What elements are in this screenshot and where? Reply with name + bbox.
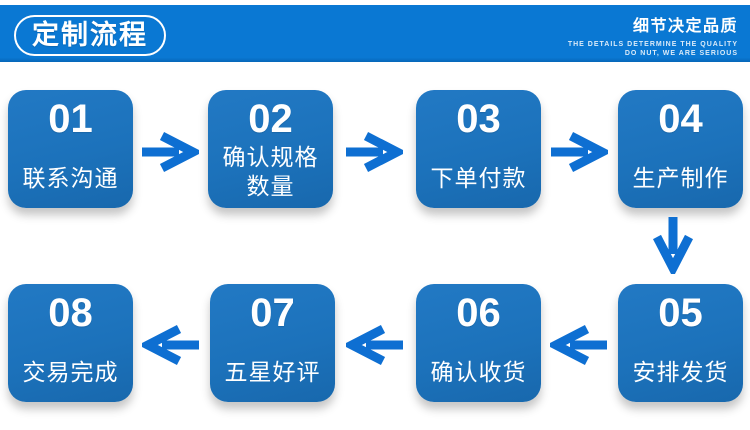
step-number: 04 [658, 97, 703, 141]
slogan-english-line1: THE DETAILS DETERMINE THE QUALITY [567, 41, 738, 48]
step-number: 01 [48, 97, 93, 141]
step-box-2: 02 确认规格数量 [208, 90, 333, 208]
page-title: 定制流程 [32, 20, 148, 50]
step-number: 02 [248, 97, 293, 141]
step-box-8: 08 交易完成 [8, 284, 133, 402]
arrow-right-icon [550, 132, 608, 172]
step-number: 05 [658, 291, 703, 335]
arrow-left-icon [550, 325, 608, 365]
slogan-english-line2: DO NUT, WE ARE SERIOUS [624, 50, 738, 57]
step-box-7: 07 五星好评 [210, 284, 335, 402]
arrow-right-icon [345, 132, 403, 172]
header-slogan: 细节决定品质 THE DETAILS DETERMINE THE QUALITY… [568, 12, 738, 58]
arrow-down-icon [653, 216, 693, 274]
step-label: 生产制作 [632, 165, 729, 191]
slogan-chinese: 细节决定品质 [632, 18, 738, 35]
step-box-5: 05 安排发货 [618, 284, 743, 402]
title-pill: 定制流程 [14, 15, 166, 56]
arrow-left-icon [346, 325, 404, 365]
step-label: 下单付款 [430, 165, 527, 191]
step-number: 08 [48, 291, 93, 335]
step-label: 交易完成 [22, 359, 119, 385]
step-label: 联系沟通 [22, 165, 119, 191]
step-box-3: 03 下单付款 [416, 90, 541, 208]
step-label: 五星好评 [224, 359, 321, 385]
step-label: 确认收货 [430, 359, 527, 385]
header-banner: 定制流程 细节决定品质 THE DETAILS DETERMINE THE QU… [0, 5, 750, 62]
arrow-left-icon [142, 325, 200, 365]
step-box-1: 01 联系沟通 [8, 90, 133, 208]
step-box-6: 06 确认收货 [416, 284, 541, 402]
arrow-right-icon [141, 132, 199, 172]
step-number: 03 [456, 97, 501, 141]
step-number: 07 [250, 291, 295, 335]
step-label: 安排发货 [632, 359, 729, 385]
step-box-4: 04 生产制作 [618, 90, 743, 208]
step-label: 确认规格数量 [222, 144, 319, 199]
step-number: 06 [456, 291, 501, 335]
